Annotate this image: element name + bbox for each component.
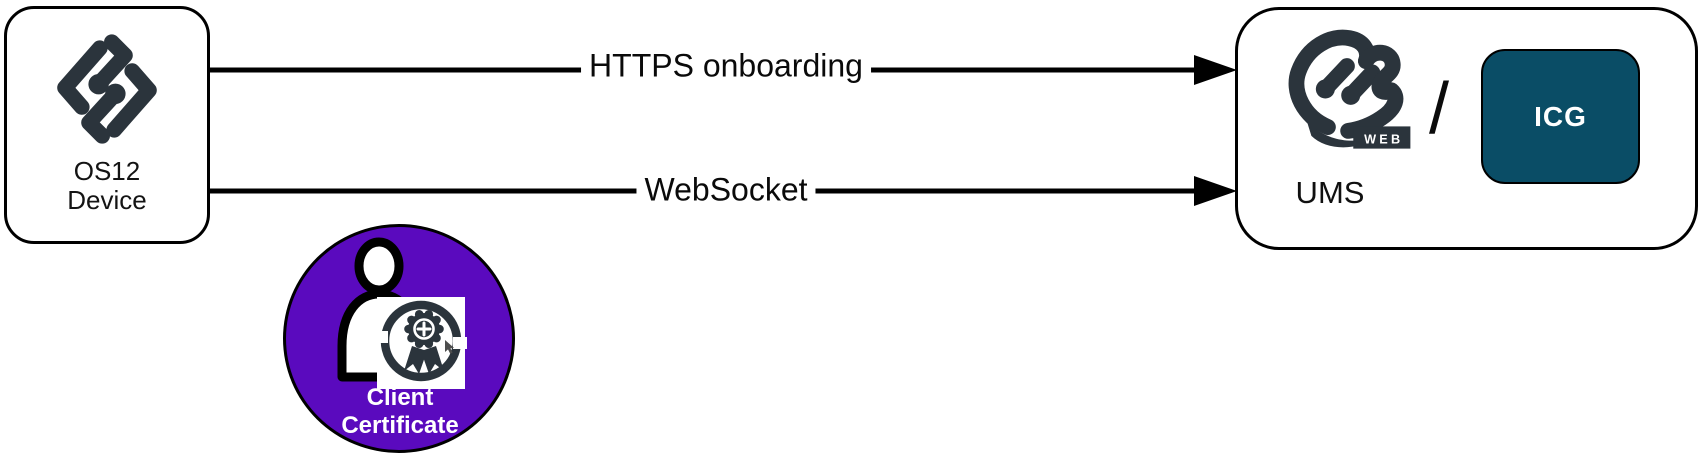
device-label-line2: Device [67,185,147,215]
device-label-line1: OS12 [73,156,141,186]
device-node-label: OS12 Device [67,157,146,215]
separator-slash: / [1428,69,1450,149]
ums-node-label: UMS [1295,175,1365,210]
igel-ums-web-logo-icon: WEB [1288,29,1411,149]
icg-node: ICG [1481,49,1640,184]
certificate-ribbons [404,346,444,374]
icg-node-label: ICG [1534,100,1587,132]
client-certificate-label: Client Certificate [341,384,458,439]
certificate-rosette [404,310,444,348]
certificate-label-line2: Certificate [341,411,459,439]
device-node: OS12 Device [4,6,210,244]
web-badge-label: WEB [1364,133,1403,147]
person-head [354,237,404,295]
websocket-arrow-label: WebSocket [636,171,816,209]
plus-icon [416,321,432,337]
igel-os-logo-icon [57,34,157,144]
mouse-cursor-icon [445,340,454,354]
https-arrow-label: HTTPS onboarding [581,47,871,85]
certificate-label-line1: Client [366,384,434,411]
person-certificate-icon [337,237,467,389]
web-badge [1353,126,1411,149]
